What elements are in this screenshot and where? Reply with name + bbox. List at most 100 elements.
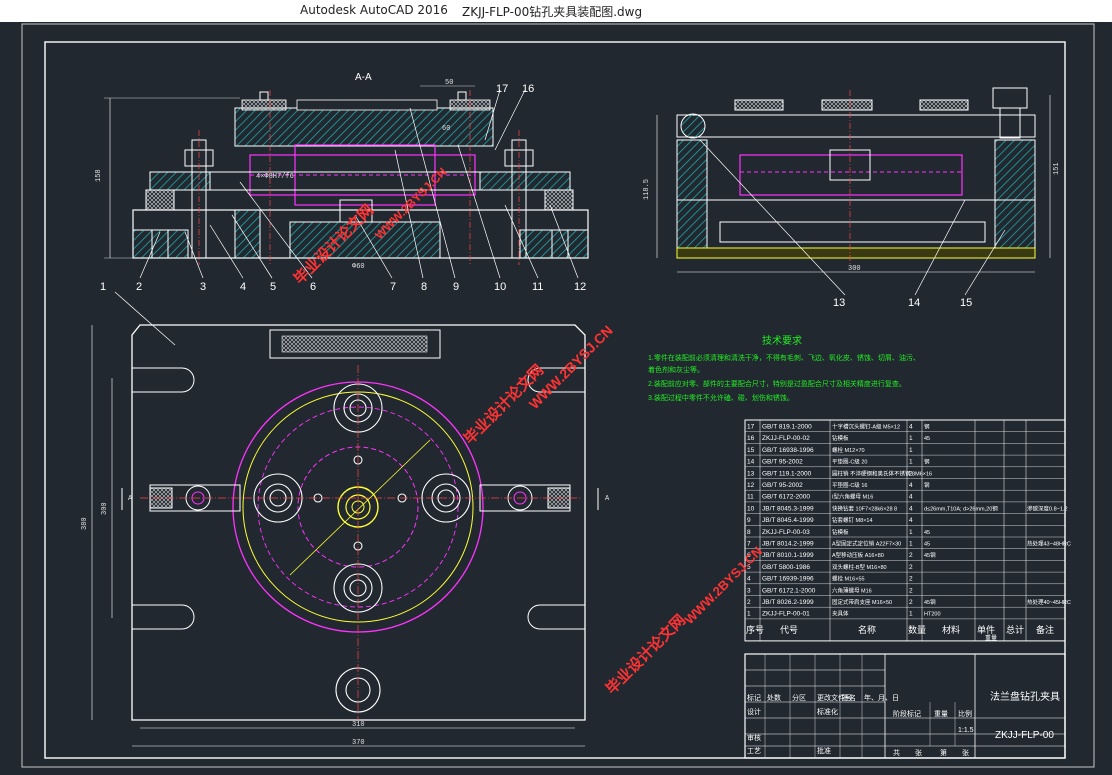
dim-front-height: 158	[95, 169, 103, 182]
tb-label-weight: 重量	[934, 710, 948, 718]
bom-cell-code: JB/T 8045.4-1999	[762, 517, 814, 524]
bom-cell-name: 平垫圈-C级 16	[832, 481, 867, 489]
dim-plan-width: 370	[352, 739, 365, 747]
bom-cell-code: GB/T 16939-1996	[762, 576, 814, 583]
callout-6: 6	[310, 281, 316, 293]
tb-label-scale: 比例	[958, 709, 972, 718]
bom-cell-name: 钻套螺钉 M8×14	[832, 516, 873, 524]
bom-header-no: 序号	[746, 624, 764, 635]
bom-cell-code: GB/T 119.1-2000	[762, 470, 812, 477]
tb-scale-value: 1:1.5	[958, 727, 974, 734]
bom-cell-name: 夹具体	[832, 610, 849, 618]
front-section-view: A-A	[95, 72, 589, 271]
callout-9: 9	[453, 281, 459, 293]
bom-cell-mat: 45	[924, 530, 930, 536]
bom-cell-code: ZKJJ-FLP-00-03	[762, 529, 810, 536]
tech-req-line-4: 3.装配过程中零件不允许磕、碰、划伤和锈蚀。	[648, 393, 794, 402]
bom-cell-qty: 2	[909, 552, 913, 559]
dim-bore-note: 4×Φ8H7/f6	[256, 173, 294, 181]
bom-cell-qty: 1	[909, 459, 913, 466]
callout-leaders-side	[699, 139, 1006, 296]
tb-label-total: 共	[893, 748, 900, 757]
callout-13: 13	[833, 297, 845, 309]
tb-label-stage: 阶段标记	[893, 709, 921, 718]
bom-cell-code: GB/T 6172-2000	[762, 494, 810, 501]
drawing-name: 法兰盘钻孔夹具	[990, 690, 1060, 703]
bom-cell-no: 5	[747, 564, 751, 571]
bom-cell-no: 17	[747, 424, 755, 431]
callout-17: 17	[496, 83, 508, 95]
bom-cell-no: 6	[747, 552, 751, 559]
bom-cell-name: 圆柱销 不淬硬钢和奥氏体不锈钢 8M6×16	[832, 469, 932, 477]
bom-cell-mat: 45钢	[924, 551, 936, 559]
callout-12: 12	[574, 281, 586, 293]
bom-header-code: 代号	[780, 625, 798, 635]
bom-cell-name: 钻模板	[832, 528, 849, 536]
tech-req-line-3: 2.装配前应对零、部件的主要配合尺寸，特别是过盈配合尺寸及相关精度进行复查。	[648, 379, 906, 388]
bom-cell-code: GB/T 5800-1986	[762, 564, 810, 571]
dim-plan-inner-width: 310	[352, 721, 365, 729]
drawing-canvas[interactable]: A-A	[0, 22, 1112, 775]
bom-cell-qty: 2	[909, 564, 913, 571]
tb-label-sheet: 张	[962, 748, 969, 757]
bom-cell-name: 平垫圈-C级 20	[832, 458, 867, 466]
bom-cell-note: 渗碳深度0.8~1.2	[1027, 504, 1068, 512]
bom-header-note: 备注	[1036, 624, 1054, 635]
bom-cell-no: 3	[747, 587, 751, 594]
bom-cell-mat: d≤26mm,T10A; d>26mm,20钢	[924, 504, 998, 512]
bom-cell-mat: 钢	[924, 481, 930, 489]
bom-cell-code: GB/T 95-2002	[762, 482, 803, 489]
cad-drawing: A-A	[21, 23, 1095, 768]
watermark-cn-3: 毕业设计论文网	[602, 611, 689, 698]
callout-10: 10	[494, 281, 506, 293]
tb-label-zone: 分区	[792, 693, 806, 702]
callout-5: 5	[270, 281, 276, 293]
file-name: ZKJJ-FLP-00钻孔夹具装配图.dwg	[462, 5, 643, 19]
callout-11: 11	[532, 281, 543, 293]
bom-cell-name: I型六角螺母 M16	[832, 493, 873, 501]
bom-cell-no: 13	[747, 470, 755, 477]
tb-label-review: 审核	[747, 733, 761, 742]
bom-cell-no: 12	[747, 482, 755, 489]
tb-label-standard: 标准化	[817, 707, 838, 716]
callout-15: 15	[960, 297, 972, 309]
tb-label-sheets: 张	[915, 748, 922, 757]
tb-label-count: 处数	[767, 693, 781, 702]
bom-header-qty: 数量	[908, 624, 926, 635]
section-label: A-A	[355, 72, 372, 83]
tech-req-line-1: 1.零件在装配前必须清理和清洗干净，不得有毛刺、飞边、氧化皮、锈蚀、切屑、油污、	[648, 353, 920, 362]
tb-label-date: 年、月、日	[864, 693, 899, 702]
callout-leaders-front	[139, 89, 579, 279]
bom-cell-code: GB/T 819.1-2000	[762, 424, 812, 431]
bom-cell-no: 4	[747, 576, 751, 583]
section-mark-a-right: A	[605, 495, 610, 503]
bom-header-mat: 材料	[942, 624, 960, 635]
title-block: 标记 处数 分区 更改文件号 签名 年、月、日 设计 标准化 审核 工艺 批准 …	[744, 653, 1066, 759]
bom-cell-name: A型固定式定位销 A22F7×30	[832, 540, 901, 548]
tb-label-mark: 标记	[747, 693, 761, 702]
bom-cell-name: 快换钻套 10F7×28k6×28 8	[832, 504, 897, 512]
dim-plan-height: 380	[81, 517, 89, 530]
bom-cell-qty: 2	[909, 470, 913, 477]
callout-3: 3	[200, 281, 206, 293]
tech-req-title: 技术要求	[762, 334, 802, 347]
sheet-border-outer	[21, 23, 1095, 768]
callout-2: 2	[136, 281, 142, 293]
bom-cell-no: 7	[747, 541, 751, 548]
bom-cell-mat: HT200	[924, 612, 941, 618]
bom-cell-code: GB/T 95-2002	[762, 459, 803, 466]
bom-cell-mat: 45	[924, 542, 930, 548]
bom-cell-note: 热处理40~45HRC	[1027, 598, 1071, 606]
bom-cell-name: 固定式带肩支座 M16×50	[832, 598, 892, 606]
bom-cell-qty: 4	[909, 494, 913, 501]
bom-cell-no: 8	[747, 529, 751, 536]
watermark-url-3: WWW.2BYSJ.CN	[682, 543, 766, 627]
tb-label-no: 第	[940, 748, 947, 757]
tb-label-change-doc: 更改文件号	[817, 693, 852, 702]
bom-cell-qty: 1	[909, 447, 913, 454]
bom-cell-note: 热处理43~48HRC	[1027, 540, 1071, 548]
bom-cell-mat: 钢	[924, 458, 930, 466]
bom-header-name: 名称	[858, 624, 876, 635]
bom-cell-no: 2	[747, 599, 751, 606]
bom-cell-qty: 1	[909, 611, 913, 618]
